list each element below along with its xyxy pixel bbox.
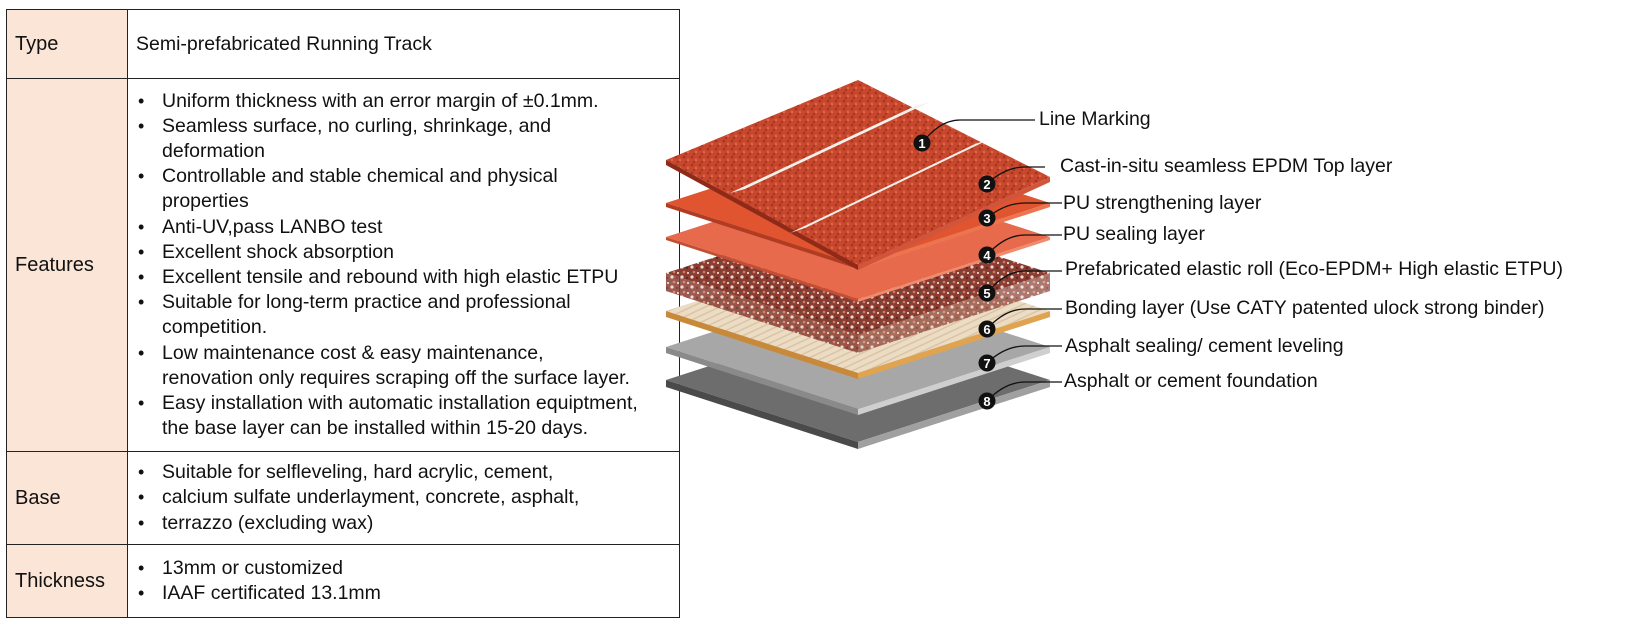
layer-diagram: 1 2 3 4 5 6 7 xyxy=(666,75,1647,545)
table-row-type: Type Semi-prefabricated Running Track xyxy=(6,9,680,79)
row-label: Thickness xyxy=(6,544,128,618)
callout-line-marking: Line Marking xyxy=(1039,108,1151,130)
svg-text:6: 6 xyxy=(983,322,990,337)
svg-text:2: 2 xyxy=(983,177,990,192)
list-item: Suitable for long-term practice and prof… xyxy=(136,290,671,340)
base-list: Suitable for selfleveling, hard acrylic,… xyxy=(136,460,671,536)
row-label: Base xyxy=(6,451,128,545)
badge-4-icon: 4 xyxy=(978,246,996,264)
svg-text:7: 7 xyxy=(983,356,990,371)
features-list: Uniform thickness with an error margin o… xyxy=(136,89,671,442)
badge-8-icon: 8 xyxy=(978,392,996,410)
svg-text:1: 1 xyxy=(918,136,925,151)
list-item: 13mm or customized xyxy=(136,556,671,581)
badge-5-icon: 5 xyxy=(978,284,996,302)
layer-stack-illustration: 1 2 3 4 5 6 7 xyxy=(666,80,1062,449)
callout-pu-strengthening: PU strengthening layer xyxy=(1063,192,1262,214)
table-row-features: Features Uniform thickness with an error… xyxy=(6,78,680,452)
type-value: Semi-prefabricated Running Track xyxy=(127,9,680,79)
row-label: Type xyxy=(6,9,128,79)
thickness-list: 13mm or customized IAAF certificated 13.… xyxy=(136,556,671,607)
line-marking xyxy=(730,102,990,233)
list-item: Seamless surface, no curling, shrinkage,… xyxy=(136,114,671,164)
list-item: Easy installation with automatic install… xyxy=(136,391,671,441)
epdm-top-layer xyxy=(666,80,1050,270)
list-item: calcium sulfate underlayment, concrete, … xyxy=(136,485,671,510)
callout-epdm-top-layer: Cast-in-situ seamless EPDM Top layer xyxy=(1060,155,1393,177)
spec-table: Type Semi-prefabricated Running Track Fe… xyxy=(6,9,680,618)
list-item: Controllable and stable chemical and phy… xyxy=(136,164,671,214)
callout-bonding-layer: Bonding layer (Use CATY patented ulock s… xyxy=(1065,297,1545,319)
number-badges: 1 2 3 4 5 6 7 xyxy=(913,134,996,410)
svg-text:3: 3 xyxy=(983,211,990,226)
badge-2-icon: 2 xyxy=(978,175,996,193)
svg-text:8: 8 xyxy=(983,394,990,409)
table-row-base: Base Suitable for selfleveling, hard acr… xyxy=(6,451,680,545)
list-item: terrazzo (excluding wax) xyxy=(136,511,671,536)
list-item: Uniform thickness with an error margin o… xyxy=(136,89,671,114)
badge-7-icon: 7 xyxy=(978,354,996,372)
svg-text:4: 4 xyxy=(983,248,991,263)
callout-pu-sealing: PU sealing layer xyxy=(1063,223,1205,245)
list-item: Low maintenance cost & easy maintenance,… xyxy=(136,341,671,391)
list-item: Excellent tensile and rebound with high … xyxy=(136,265,671,290)
table-row-thickness: Thickness 13mm or customized IAAF certif… xyxy=(6,544,680,618)
badge-1-icon: 1 xyxy=(913,134,931,152)
row-label: Features xyxy=(6,78,128,452)
list-item: Anti-UV,pass LANBO test xyxy=(136,215,671,240)
badge-6-icon: 6 xyxy=(978,320,996,338)
callout-asphalt-sealing: Asphalt sealing/ cement leveling xyxy=(1065,335,1344,357)
callout-elastic-roll: Prefabricated elastic roll (Eco-EPDM+ Hi… xyxy=(1065,258,1563,280)
svg-text:5: 5 xyxy=(983,286,990,301)
callout-foundation: Asphalt or cement foundation xyxy=(1064,370,1318,392)
badge-3-icon: 3 xyxy=(978,209,996,227)
list-item: Excellent shock absorption xyxy=(136,240,671,265)
list-item: Suitable for selfleveling, hard acrylic,… xyxy=(136,460,671,485)
